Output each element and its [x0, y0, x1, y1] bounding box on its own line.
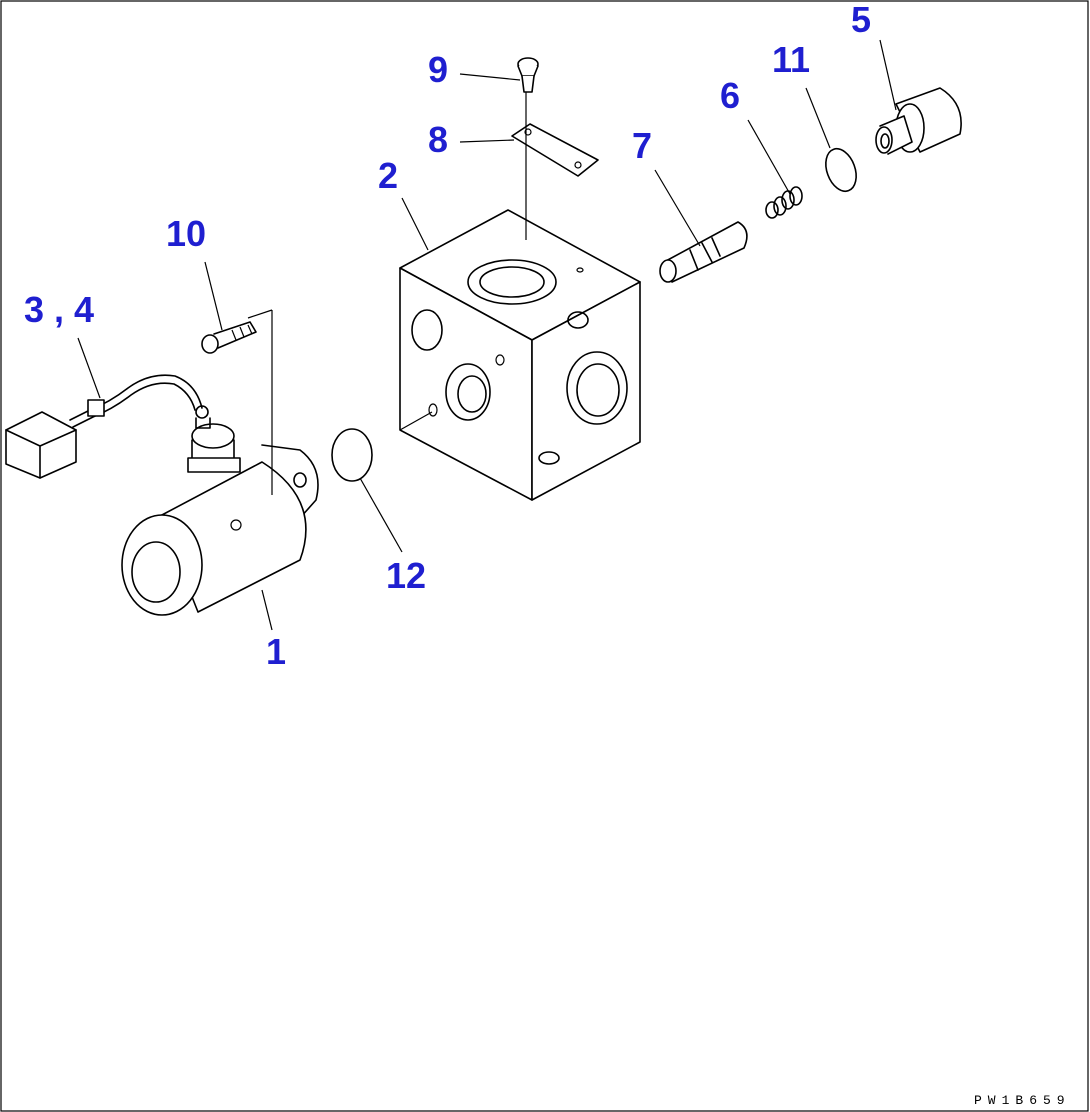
o-ring-part-12 [331, 428, 373, 482]
plate-part-8 [511, 123, 599, 177]
callout-10: 10 [166, 213, 206, 254]
callout-3-4: 3 , 4 [24, 289, 94, 330]
bolt-part-10 [201, 321, 257, 354]
callout-5: 5 [851, 0, 871, 40]
screw-part-9 [517, 57, 539, 93]
leader-lines [77, 39, 897, 631]
connector-harness-part-3-4 [5, 374, 203, 479]
valve-block-part-2 [399, 209, 641, 501]
callout-7: 7 [632, 125, 652, 166]
spool-part-7 [659, 221, 748, 283]
spring-part-6 [765, 186, 803, 219]
callout-6: 6 [720, 75, 740, 116]
callout-12: 12 [386, 555, 426, 596]
solenoid-part-1 [121, 405, 319, 616]
plug-part-5 [875, 87, 962, 155]
callout-9: 9 [428, 49, 448, 90]
callout-11: 11 [772, 39, 810, 80]
callout-numbers: 1 2 3 , 4 5 6 7 8 9 10 11 12 [24, 0, 871, 672]
figure-code: PW1B659 [974, 1093, 1071, 1108]
callout-1: 1 [266, 631, 286, 672]
o-ring-part-11 [825, 147, 857, 193]
callout-2: 2 [378, 155, 398, 196]
callout-8: 8 [428, 119, 448, 160]
